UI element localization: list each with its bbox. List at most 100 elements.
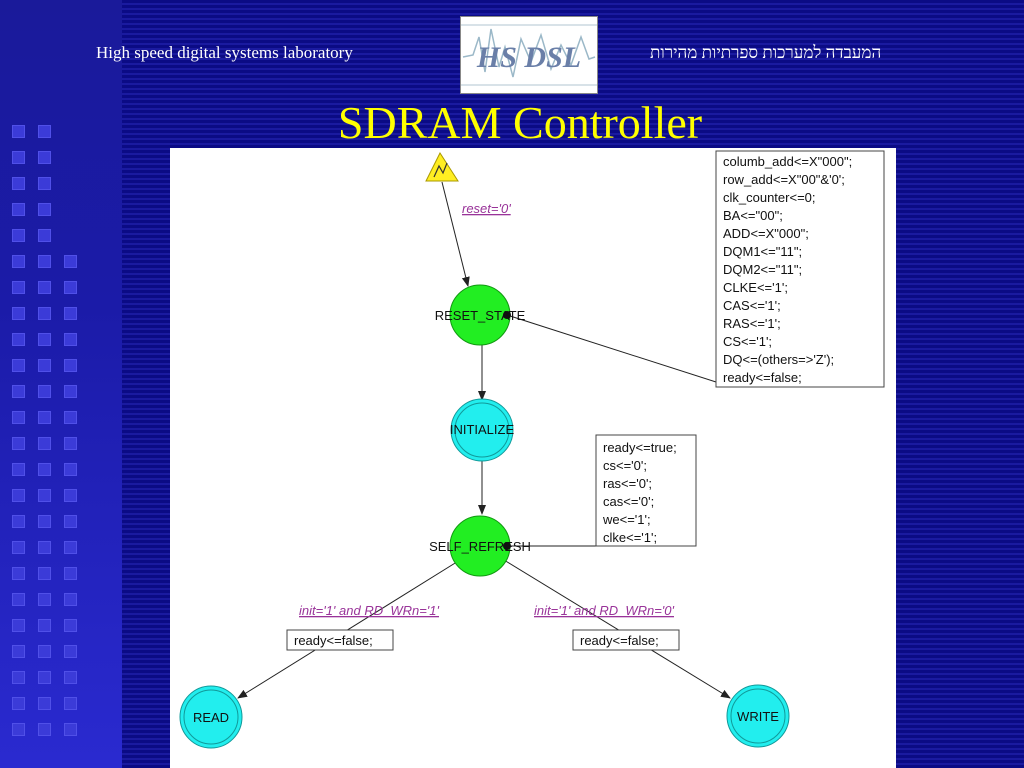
self-refresh-action-line: ras<='0'; <box>603 476 652 491</box>
decorative-square <box>64 645 77 658</box>
state-reset-label: RESET_STATE <box>435 308 526 323</box>
reset-actions-connector <box>506 314 717 383</box>
lab-name-hebrew: המעבדה למערכות ספרתיות מהירות <box>650 43 882 62</box>
reset-action-line: columb_add<=X"000"; <box>723 154 852 169</box>
state-write: WRITE <box>726 684 790 748</box>
decorative-square <box>38 463 51 476</box>
decorative-square <box>64 385 77 398</box>
decorative-square <box>64 437 77 450</box>
decorative-square <box>12 463 25 476</box>
decorative-square <box>38 307 51 320</box>
decorative-square <box>38 723 51 736</box>
decorative-square <box>64 307 77 320</box>
state-machine-canvas: RESET_STATE INITIALIZE SELF_REFRESH READ… <box>170 148 896 768</box>
decorative-square <box>38 125 51 138</box>
decorative-square <box>12 255 25 268</box>
reset-action-line: BA<="00"; <box>723 208 783 223</box>
reset-actions-box: columb_add<=X"000";row_add<=X"00"&'0';cl… <box>715 150 885 388</box>
reset-condition: reset='0' <box>462 201 511 216</box>
read-action-text: ready<=false; <box>294 633 373 648</box>
decorative-square <box>64 463 77 476</box>
self-refresh-actions-box: ready<=true; cs<='0'; ras<='0'; cas<='0'; we… <box>595 434 697 547</box>
decorative-square <box>64 515 77 528</box>
decorative-square <box>12 671 25 684</box>
reset-action-line: DQM1<="11"; <box>723 244 802 259</box>
lab-name: High speed digital systems laboratory <box>96 43 353 62</box>
reset-action-line: DQM2<="11"; <box>723 262 802 277</box>
self-refresh-action-line: cs<='0'; <box>603 458 647 473</box>
decorative-square <box>38 281 51 294</box>
decorative-square <box>38 177 51 190</box>
decorative-square <box>12 541 25 554</box>
decorative-square <box>12 411 25 424</box>
decorative-square <box>38 645 51 658</box>
state-initialize: INITIALIZE <box>450 398 515 462</box>
decorative-square <box>64 723 77 736</box>
decorative-square <box>12 125 25 138</box>
reset-action-line: CS<='1'; <box>723 334 772 349</box>
reset-action-line: RAS<='1'; <box>723 316 781 331</box>
decorative-square <box>38 489 51 502</box>
logo-text: HS DSL <box>476 41 581 74</box>
decorative-square <box>12 281 25 294</box>
decorative-square <box>12 593 25 606</box>
decorative-square <box>38 697 51 710</box>
state-diagram: RESET_STATE INITIALIZE SELF_REFRESH READ… <box>179 150 885 749</box>
decorative-square <box>38 671 51 684</box>
reset-action-line: ready<=false; <box>723 370 802 385</box>
decorative-square <box>64 671 77 684</box>
reset-action-line: CLKE<='1'; <box>723 280 788 295</box>
decorative-square <box>12 437 25 450</box>
write-action-box: ready<=false; <box>572 629 680 651</box>
slide-title: SDRAM Controller <box>337 97 703 148</box>
decorative-square <box>64 281 77 294</box>
decorative-square <box>12 645 25 658</box>
decorative-square <box>12 203 25 216</box>
decorative-square <box>12 151 25 164</box>
decorative-square <box>12 723 25 736</box>
self-refresh-action-line: cas<='0'; <box>603 494 654 509</box>
decorative-square <box>64 567 77 580</box>
write-condition: init='1' and RD_WRn='0' <box>534 603 675 618</box>
decorative-square <box>12 229 25 242</box>
read-condition: init='1' and RD_WRn='1' <box>299 603 440 618</box>
reset-transition-arrow <box>441 181 470 287</box>
decorative-square <box>38 359 51 372</box>
state-reset: RESET_STATE <box>435 284 526 346</box>
decorative-square <box>12 177 25 190</box>
decorative-square <box>64 489 77 502</box>
self-refresh-action-line: we<='1'; <box>602 512 651 527</box>
decorative-square <box>12 515 25 528</box>
decorative-square <box>12 359 25 372</box>
decorative-square <box>64 359 77 372</box>
logo-graphic: HS DSL <box>461 24 597 86</box>
state-write-label: WRITE <box>737 709 779 724</box>
decorative-square <box>38 411 51 424</box>
refresh-to-read-arrow <box>237 559 461 699</box>
decorative-square <box>38 619 51 632</box>
decorative-square <box>12 489 25 502</box>
self-refresh-action-line: clke<='1'; <box>603 530 657 545</box>
write-action-text: ready<=false; <box>580 633 659 648</box>
decorative-square <box>64 697 77 710</box>
decorative-square <box>38 333 51 346</box>
reset-action-line: ADD<=X"000"; <box>723 226 809 241</box>
decorative-square <box>38 541 51 554</box>
decorative-square <box>12 619 25 632</box>
decorative-square <box>64 411 77 424</box>
decorative-square <box>38 515 51 528</box>
decorative-square <box>38 203 51 216</box>
decorative-square <box>12 385 25 398</box>
reset-action-line: CAS<='1'; <box>723 298 781 313</box>
reset-action-line: row_add<=X"00"&'0'; <box>723 172 845 187</box>
decorative-square <box>12 567 25 580</box>
hsdsl-logo: HS DSL <box>460 16 598 94</box>
decorative-square <box>38 255 51 268</box>
decorative-square <box>64 593 77 606</box>
state-self-refresh-label: SELF_REFRESH <box>429 539 531 554</box>
decorative-square <box>64 541 77 554</box>
self-refresh-action-line: ready<=true; <box>603 440 677 455</box>
state-initialize-label: INITIALIZE <box>450 422 515 437</box>
read-action-box: ready<=false; <box>286 629 394 651</box>
reset-action-line: DQ<=(others=>'Z'); <box>723 352 834 367</box>
